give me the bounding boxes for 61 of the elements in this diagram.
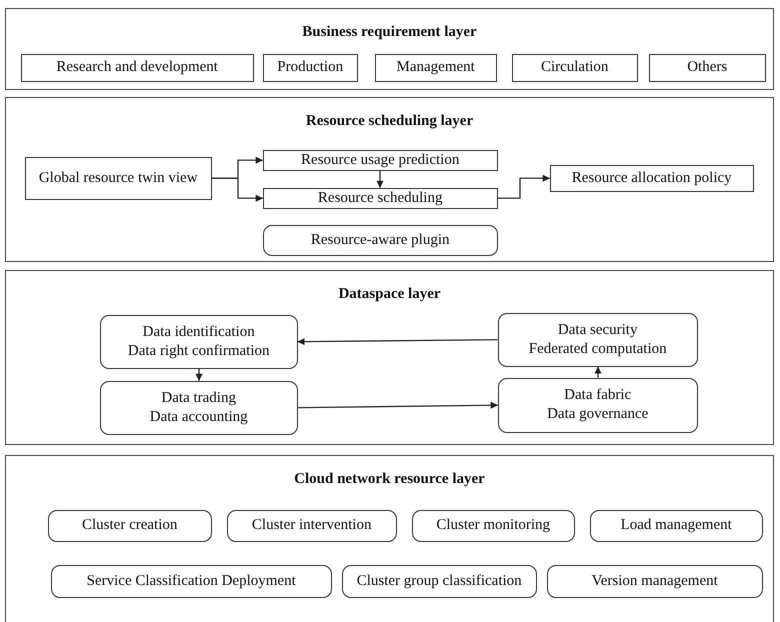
process-box [262, 150, 498, 171]
box-label: Load management [620, 516, 732, 536]
layer-panel [5, 97, 774, 262]
arrow [498, 174, 550, 199]
box-label: Resource usage prediction [301, 150, 460, 170]
process-box [498, 378, 698, 433]
layer-heading: Business requirement layer [302, 23, 477, 42]
process-box [412, 510, 575, 542]
arrow [376, 170, 384, 188]
process-box [20, 54, 254, 82]
box-label: Resource allocation policy [572, 168, 732, 188]
process-box [50, 564, 332, 598]
process-box [48, 510, 212, 542]
process-box [262, 188, 498, 209]
layer-panel [5, 270, 774, 445]
process-box [226, 510, 397, 542]
process-box [512, 54, 638, 82]
box-label: Data right confirmation [128, 342, 270, 360]
box-label: Resource-aware plugin [310, 230, 450, 250]
process-box [546, 564, 763, 598]
layer-heading: Resource scheduling layer [306, 112, 474, 131]
arrow [297, 338, 498, 346]
box-label: Cluster group classification [356, 572, 522, 591]
process-box [24, 156, 212, 200]
layer-heading: Dataspace layer [338, 285, 441, 304]
box-label: Global resource twin view [38, 168, 198, 188]
arrow [196, 368, 202, 382]
layer-panel [5, 8, 774, 90]
box-label: Research and development [56, 58, 218, 78]
box-label: Management [396, 58, 475, 78]
box-label: Version management [592, 572, 718, 591]
arrow [298, 402, 498, 409]
box-label: Data trading [161, 388, 236, 408]
layer-heading: Cloud network resource layer [294, 470, 485, 489]
box-label: Data fabric [564, 386, 632, 406]
box-label: Data identification [142, 322, 255, 342]
box-label: Data security [558, 320, 638, 340]
process-box [590, 510, 763, 542]
box-label: Cluster intervention [252, 516, 372, 536]
arrow [594, 366, 602, 378]
box-label: Circulation [540, 58, 608, 78]
box-label: Data governance [547, 405, 648, 424]
process-box [100, 314, 298, 369]
box-label: Cluster monitoring [436, 516, 550, 536]
box-label: Production [277, 58, 344, 78]
process-box [648, 54, 766, 82]
box-label: Resource scheduling [318, 188, 442, 208]
box-label: Others [687, 58, 728, 78]
arrow [212, 178, 264, 202]
process-box [100, 380, 298, 435]
box-label: Data accounting [150, 408, 248, 426]
process-box [342, 564, 537, 598]
process-box [262, 54, 358, 82]
box-label: Service Classification Deployment [86, 572, 296, 591]
box-label: Cluster creation [82, 516, 178, 536]
process-box [498, 312, 698, 367]
box-label: Federated computation [528, 340, 667, 358]
process-box [550, 164, 754, 192]
layer-panel [5, 455, 774, 622]
process-box [374, 54, 497, 82]
process-box [262, 224, 498, 256]
